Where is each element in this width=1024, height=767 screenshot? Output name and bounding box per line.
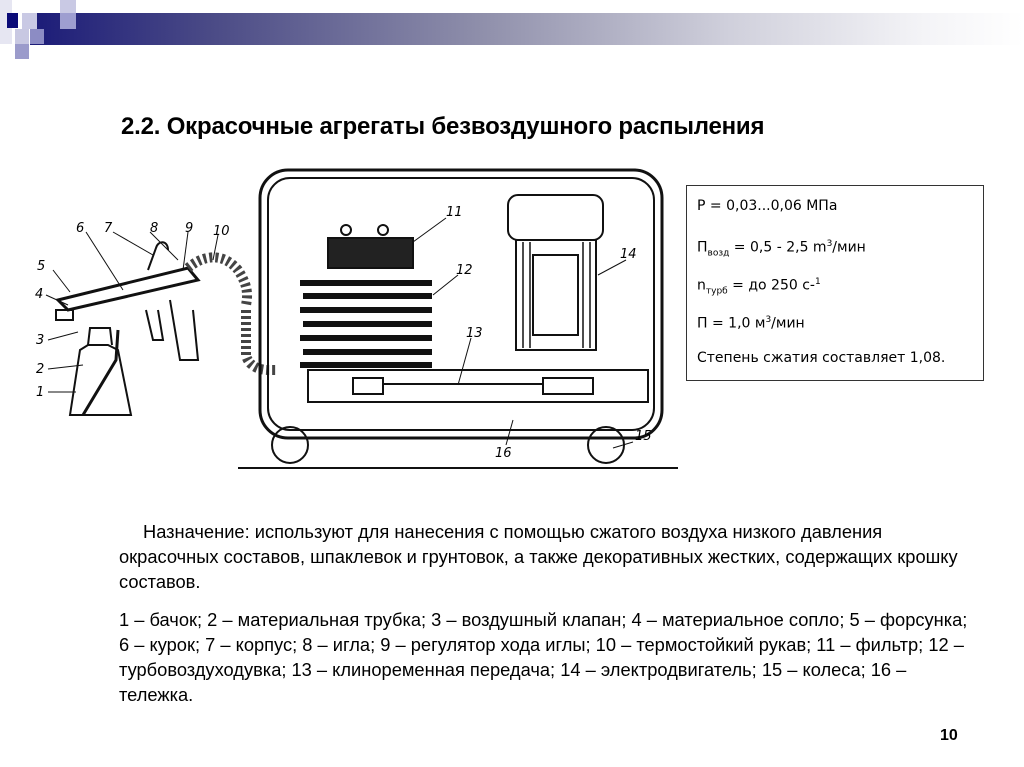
label-16: 16 xyxy=(495,446,512,461)
spec-turbine-speed: nтурб = до 250 с-1 xyxy=(697,277,821,297)
header-square xyxy=(22,13,37,29)
label-11: 11 xyxy=(446,205,463,220)
label-13: 13 xyxy=(466,326,483,341)
label-5: 5 xyxy=(37,259,45,274)
spec-compression: Степень сжатия составляет 1,08. xyxy=(697,350,946,366)
purpose-paragraph: Назначение: используют для нанесения с п… xyxy=(119,521,958,592)
legend-paragraph: 1 – бачок; 2 – материальная трубка; 3 – … xyxy=(119,609,968,705)
header-square xyxy=(15,29,29,44)
spray-gun-drawing xyxy=(55,241,278,416)
header-square xyxy=(30,29,44,44)
label-6: 6 xyxy=(76,221,84,236)
label-8: 8 xyxy=(150,221,158,236)
label-4: 4 xyxy=(35,287,43,302)
label-15: 15 xyxy=(635,429,652,444)
cart-drawing xyxy=(45,168,678,469)
header-gradient-bar xyxy=(30,13,1024,45)
specs-box: P = 0,03...0,06 МПа Пвозд = 0,5 - 2,5 m3… xyxy=(686,185,984,381)
label-3: 3 xyxy=(36,333,44,348)
header-square xyxy=(60,13,76,29)
label-10: 10 xyxy=(213,224,230,239)
diagram-number-labels: 1 2 3 4 5 6 7 8 9 10 11 12 13 14 15 16 xyxy=(35,205,652,461)
page-number: 10 xyxy=(940,727,958,744)
header-square xyxy=(15,44,29,59)
header-square xyxy=(60,0,76,14)
header-square xyxy=(0,0,12,44)
label-2: 2 xyxy=(36,362,44,377)
spec-capacity: П = 1,0 м3/мин xyxy=(697,315,805,332)
label-14: 14 xyxy=(620,247,637,262)
header-square-accent xyxy=(7,13,18,28)
label-7: 7 xyxy=(104,221,113,236)
label-12: 12 xyxy=(456,263,473,278)
spec-air-flow: Пвозд = 0,5 - 2,5 m3/мин xyxy=(697,239,866,259)
spec-pressure: P = 0,03...0,06 МПа xyxy=(697,198,838,214)
slide-title: 2.2. Окрасочные агрегаты безвоздушного р… xyxy=(121,113,765,140)
label-9: 9 xyxy=(185,221,193,236)
label-1: 1 xyxy=(36,385,44,400)
spray-unit-diagram: 1 2 3 4 5 6 7 8 9 10 11 12 13 14 15 16 xyxy=(35,168,678,469)
